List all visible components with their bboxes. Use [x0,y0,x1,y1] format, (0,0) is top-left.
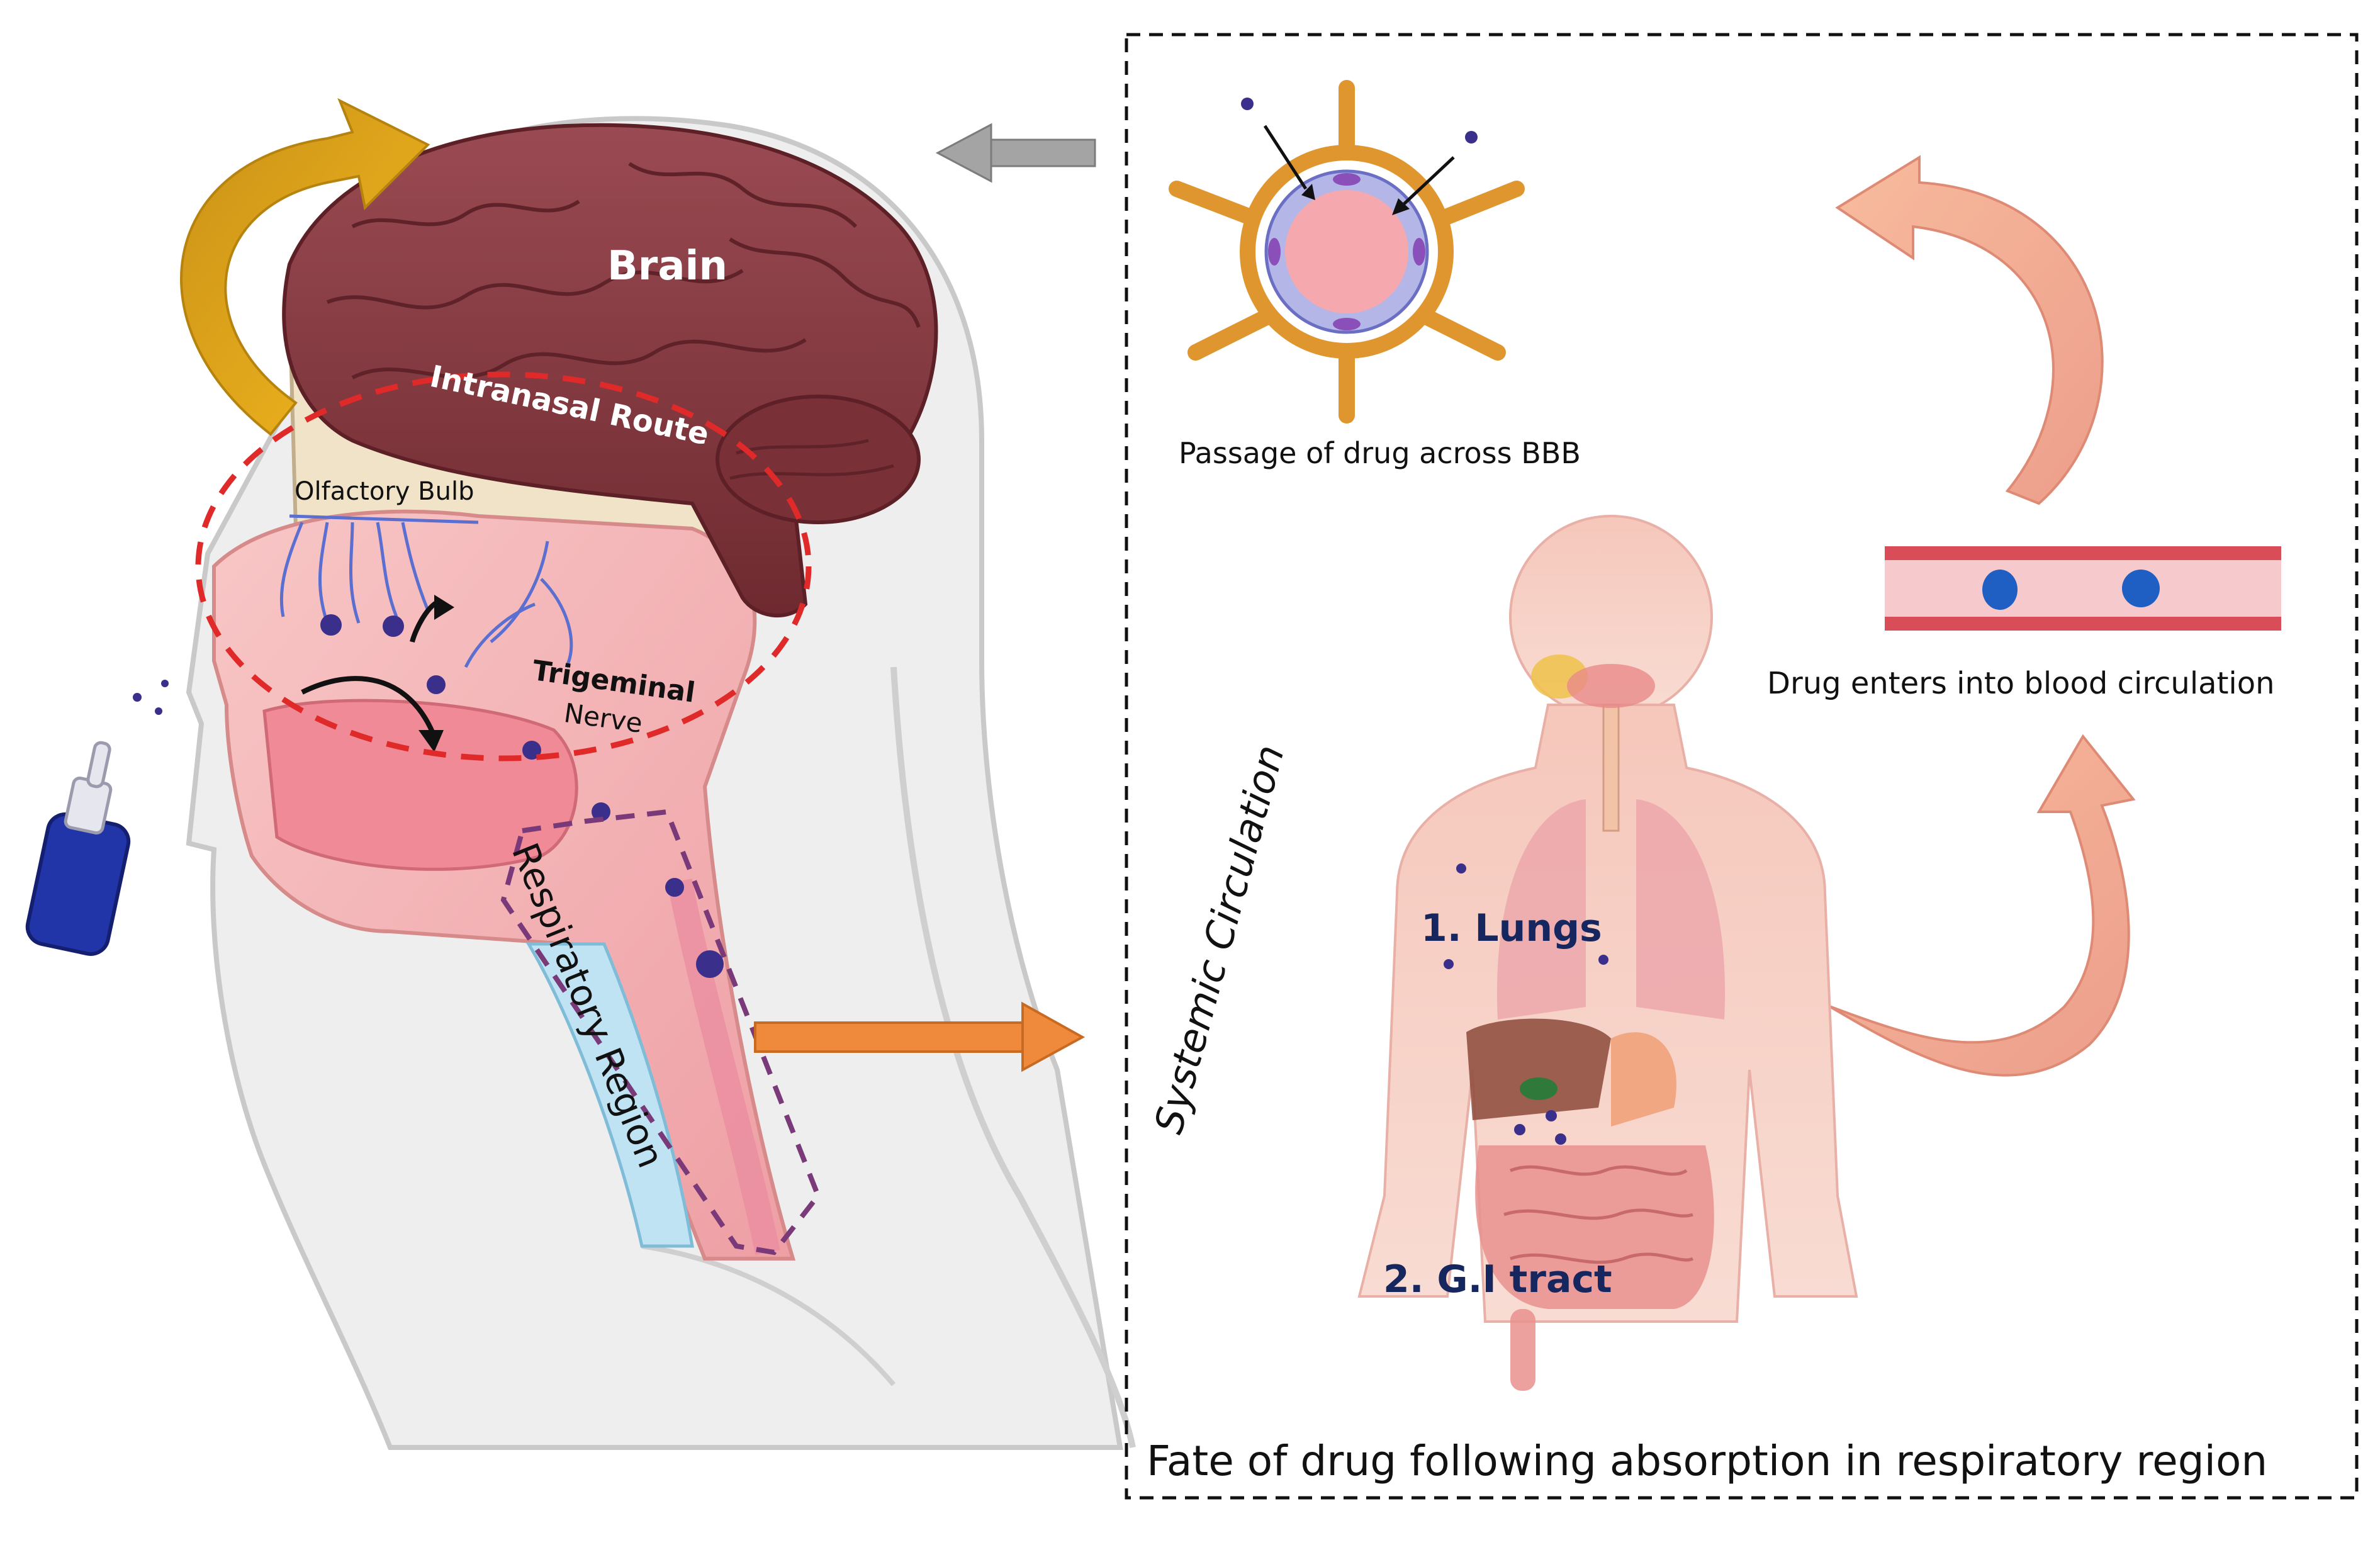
trigeminal-nerve [464,541,573,668]
fate-caption: Fate of drug following absorption in res… [1147,1437,2268,1485]
orange-right-arrow [754,1001,1086,1072]
body-silhouette-icon [1357,515,1858,1391]
olfactory-nerves [279,514,479,624]
gi-tract-label: 2. G.I tract [1383,1257,1612,1301]
trachea [525,942,694,1248]
salmon-curved-arrow-bottom [1746,734,2136,1077]
intranasal-route-outline [195,371,812,761]
olfactory-gold-arrow [180,98,430,436]
oral-cavity [262,699,578,871]
blood-vessel-icon [1885,546,2281,631]
nasal-spray-bottle-icon [25,680,169,956]
bbb-capillary-icon [1169,80,1525,424]
systemic-fate-panel [1125,33,2359,1500]
brain-label: Brain [607,243,728,289]
respiratory-region-outline [500,809,821,1256]
brain-illustration [282,123,938,618]
drug-particles-head [320,614,724,978]
lungs-label: 1. Lungs [1421,906,1602,950]
salmon-curved-arrow-top [1835,155,2104,505]
bbb-passage-label: Passage of drug across BBB [1179,436,1581,470]
blood-circulation-label: Drug enters into blood circulation [1767,666,2275,701]
olfactory-bulb-label: Olfactory Bulb [295,477,474,506]
gray-left-arrow [935,123,1096,183]
